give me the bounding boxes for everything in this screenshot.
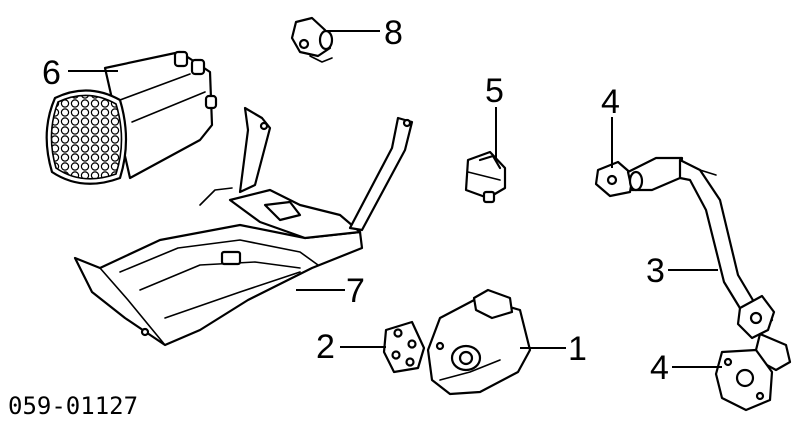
canister-tray	[73, 106, 414, 347]
callout-3: 3	[646, 252, 665, 290]
callouts: 1 2 3 4 4 5 6 7 8	[42, 14, 669, 387]
diagram-reference-number: 059-01127	[8, 392, 138, 420]
charcoal-canister	[45, 50, 218, 185]
gasket-upper	[594, 160, 635, 198]
callout-6: 6	[42, 54, 61, 92]
leader-lines	[68, 30, 722, 368]
callout-7: 7	[346, 272, 365, 310]
vacuum-valve	[464, 150, 507, 204]
callout-2: 2	[316, 328, 335, 366]
gasket-lower	[714, 348, 774, 412]
callout-4-lower: 4	[650, 349, 669, 387]
egr-valve	[426, 288, 532, 396]
callout-4-upper: 4	[601, 83, 620, 121]
sensor-fitting	[290, 16, 334, 63]
egr-pipe	[626, 156, 792, 372]
callout-8: 8	[384, 14, 403, 52]
valve-gasket	[382, 320, 426, 374]
callout-5: 5	[485, 72, 504, 110]
callout-1: 1	[568, 330, 587, 368]
